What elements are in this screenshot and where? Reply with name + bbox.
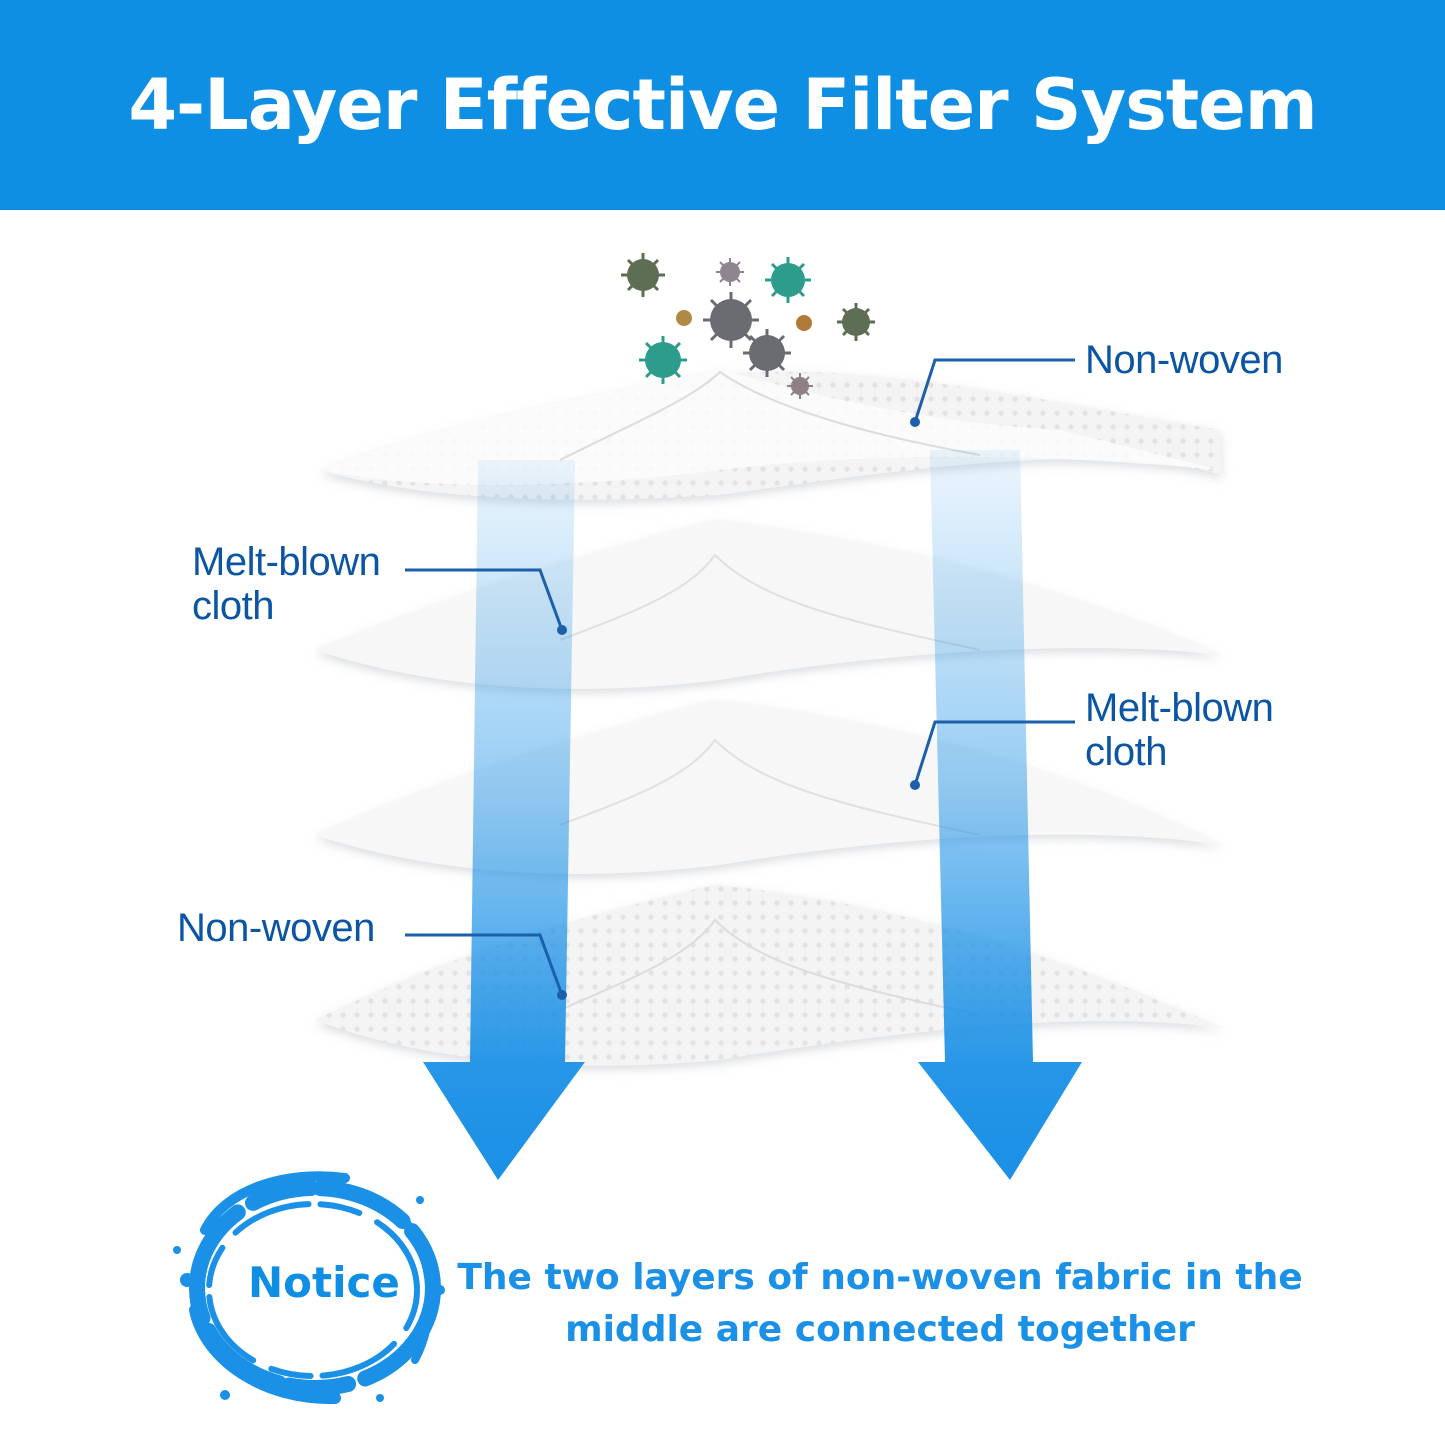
label-melt-blown-left: Melt-blown cloth bbox=[192, 540, 381, 628]
arrow-right bbox=[918, 450, 1082, 1180]
leader-non-woven-bottom bbox=[405, 933, 564, 996]
leader-non-woven-top bbox=[913, 358, 1075, 423]
filter-layer-diagram bbox=[315, 253, 1222, 1180]
layer-non-woven-top bbox=[320, 370, 1222, 500]
label-non-woven-bottom: Non-woven bbox=[177, 906, 375, 950]
leader-dot bbox=[557, 625, 567, 635]
leader-melt-blown-left bbox=[405, 568, 564, 631]
header-banner: 4-Layer Effective Filter System bbox=[0, 0, 1445, 210]
arrow-left bbox=[423, 460, 585, 1180]
leader-dot bbox=[557, 990, 567, 1000]
label-non-woven-top: Non-woven bbox=[1085, 338, 1283, 382]
leader-lines bbox=[405, 358, 1075, 996]
label-melt-blown-right: Melt-blown cloth bbox=[1085, 686, 1274, 774]
virus-particles-icon bbox=[621, 253, 875, 399]
leader-dot bbox=[910, 417, 920, 427]
layer-non-woven-bottom bbox=[315, 885, 1222, 1066]
notice-brush-circle-icon bbox=[173, 1171, 445, 1405]
notice-message: The two layers of non-woven fabric in th… bbox=[457, 1257, 1303, 1350]
page-title: 4-Layer Effective Filter System bbox=[128, 64, 1317, 146]
leader-dot bbox=[910, 780, 920, 790]
layer-melt-blown-upper bbox=[315, 520, 1222, 689]
notice-badge: Notice bbox=[248, 1258, 400, 1307]
leader-melt-blown-right bbox=[913, 720, 1075, 786]
